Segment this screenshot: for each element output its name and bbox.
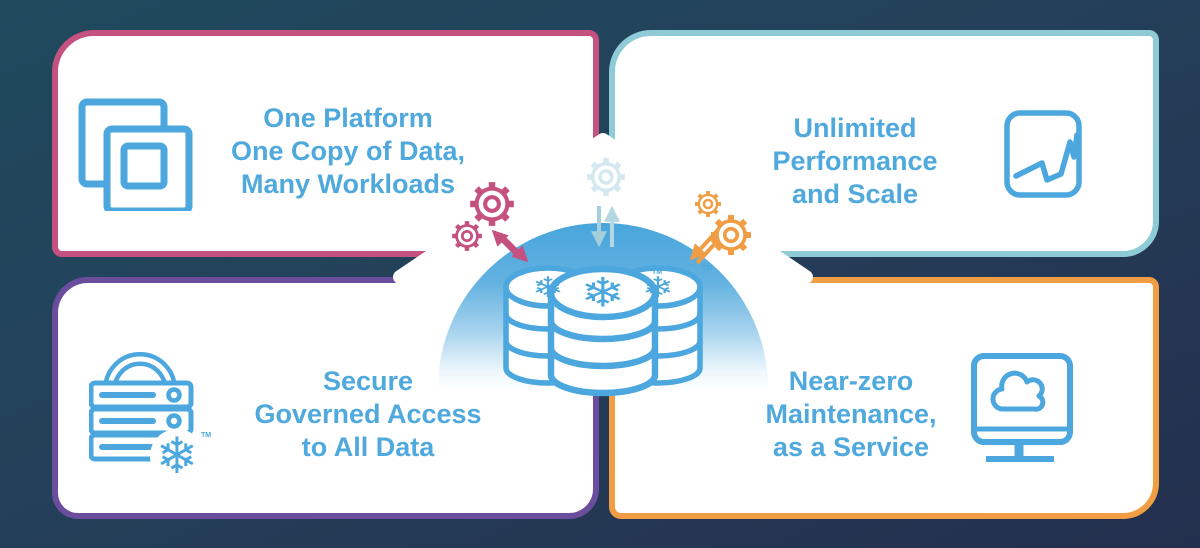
title-line: Maintenance,	[765, 399, 937, 429]
title-line: Governed Access	[254, 399, 482, 429]
padlock-server-snowflake-icon: ❄ TM	[89, 352, 211, 485]
card-unlimited-performance: Unlimited Performance and Scale	[609, 30, 1159, 257]
card-one-platform: One Platform One Copy of Data, Many Work…	[52, 30, 599, 257]
card-unlimited-performance-title: Unlimited Performance and Scale	[690, 112, 1020, 211]
title-line: One Copy of Data,	[230, 136, 466, 166]
title-line: Secure	[322, 366, 414, 396]
title-line: as a Service	[772, 432, 930, 462]
title-line: One Platform	[263, 103, 433, 133]
title-line: Many Workloads	[240, 169, 456, 199]
trademark-mark: TM	[652, 269, 662, 276]
card-one-platform-title: One Platform One Copy of Data, Many Work…	[183, 102, 513, 201]
card-near-zero-maintenance-title: Near-zero Maintenance, as a Service	[686, 365, 1016, 464]
snowflake-icon: ❄	[156, 427, 198, 485]
title-line: Performance	[772, 146, 938, 176]
overlapping-squares-icon	[78, 98, 193, 211]
snowflake-halo	[150, 429, 204, 483]
title-line: Near-zero	[788, 366, 914, 396]
title-line: and Scale	[791, 179, 919, 209]
trademark-mark: TM	[702, 265, 712, 272]
title-line: to All Data	[301, 432, 435, 462]
trademark-mark: TM	[586, 267, 596, 274]
card-near-zero-maintenance: Near-zero Maintenance, as a Service	[609, 277, 1159, 519]
line-chart-icon	[1004, 110, 1082, 198]
title-line: Unlimited	[793, 113, 917, 143]
trademark-mark: TM	[201, 432, 211, 439]
card-secure-governed-access: ❄ TM Secure Governed Access to All Data	[52, 277, 599, 519]
monitor-cloud-icon	[971, 353, 1073, 462]
card-secure-governed-access-title: Secure Governed Access to All Data	[203, 365, 533, 464]
